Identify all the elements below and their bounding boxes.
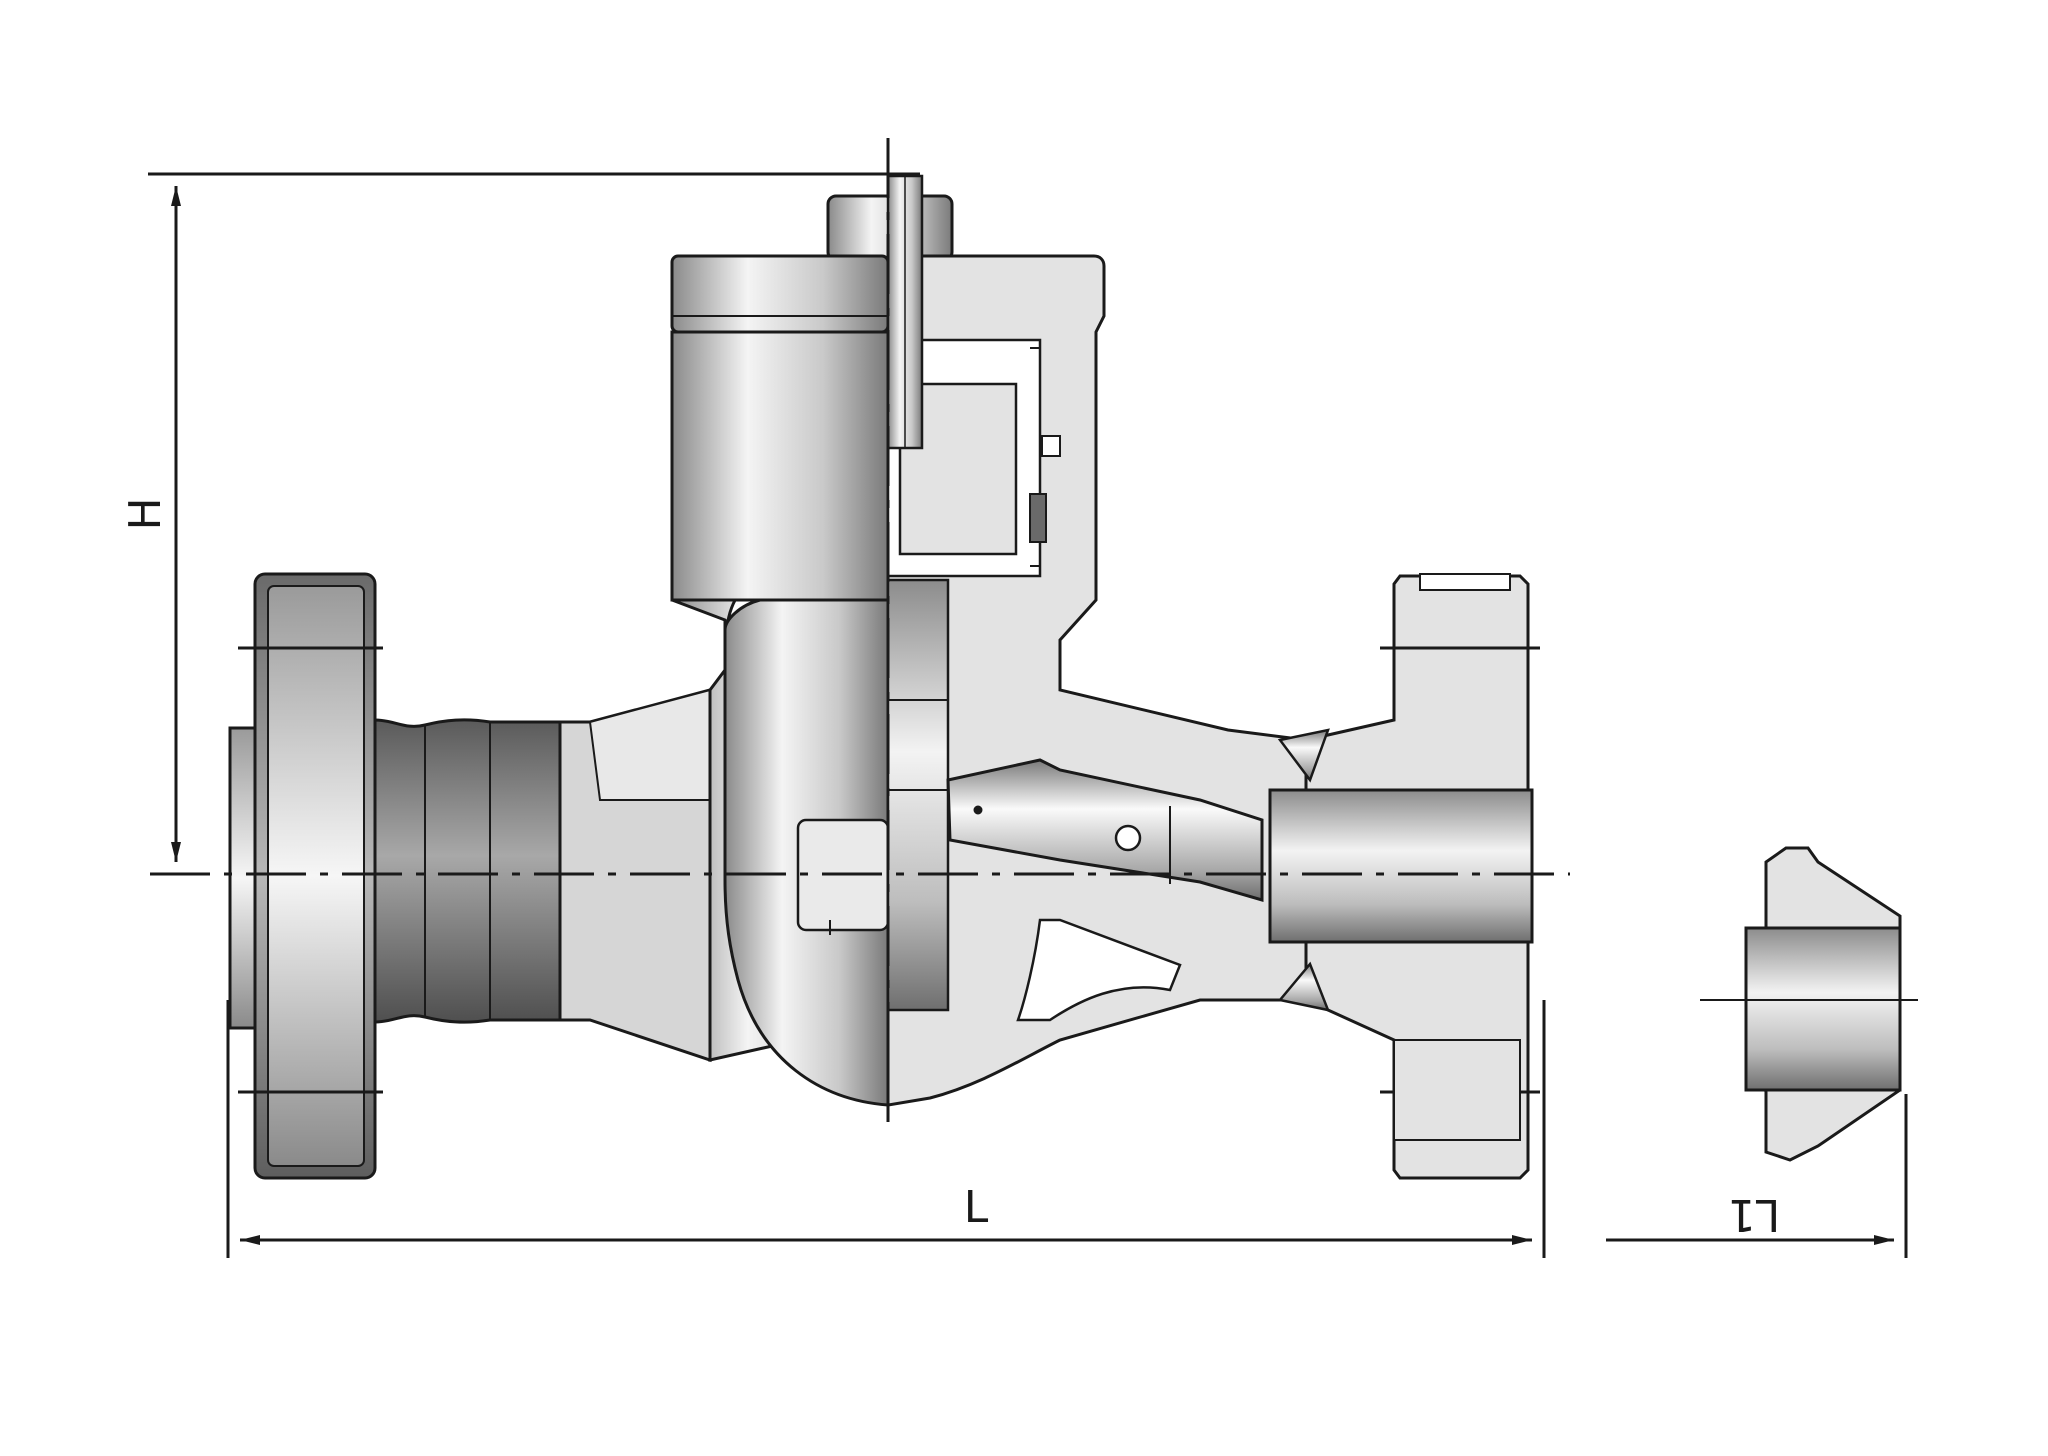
left-flange — [228, 572, 712, 1180]
check-disc — [946, 758, 1264, 902]
dimension-lines — [148, 172, 1908, 1258]
height-label: H — [120, 497, 171, 530]
weld-end-length-label: L1 — [1728, 1189, 1781, 1240]
valve-body-exterior — [670, 194, 954, 1107]
weld-end-detail — [1700, 846, 1918, 1162]
valve-body-section — [886, 174, 1308, 1107]
right-flange — [1268, 573, 1540, 1180]
length-label: L — [964, 1182, 989, 1233]
centre-lines — [150, 138, 1570, 1122]
